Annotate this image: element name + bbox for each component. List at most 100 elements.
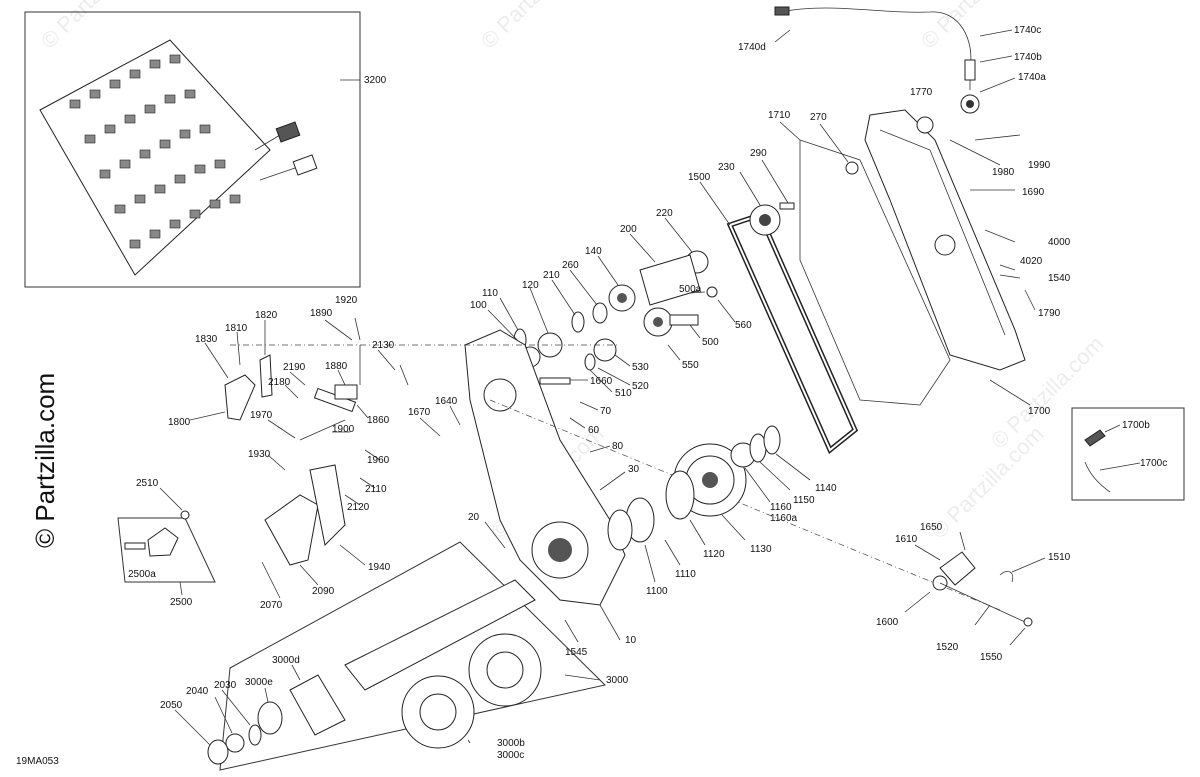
callout-500: 500 [702,337,719,348]
callout-260: 260 [562,260,579,271]
callout-3000: 3000 [606,675,629,686]
callout-210: 210 [543,270,560,281]
callout-1120: 1120 [703,549,725,560]
callout-1890: 1890 [310,308,333,319]
callout-30: 30 [628,464,640,475]
chaincase-cover: 1990 1980 1690 4000 4020 1540 1790 [864,109,1071,371]
callout-1740c: 1740c [1014,25,1041,36]
sprocket-530 [593,338,617,362]
callout-1520: 1520 [936,642,959,653]
inset-box [24,11,361,288]
callout-1880: 1880 [325,361,348,372]
callout-80: 80 [612,441,624,452]
chaincase-housing-10: 10 1545 1660 70 60 80 1640 1670 30 20 [230,329,1001,658]
shaft-500 [669,314,699,326]
clip-detail [275,121,301,143]
bracket-1860 [334,384,358,400]
callout-4020: 4020 [1020,256,1043,267]
callout-1160: 1160 [770,502,792,513]
circlip-210 [571,311,585,333]
callout-510: 510 [615,388,632,399]
callout-1700c: 1700c [1140,458,1167,469]
callout-1660: 1660 [590,376,613,387]
part-1700b [1084,429,1106,447]
callout-3000c: 3000c [497,750,524,761]
washer-510 [584,353,596,371]
bearing-2040 [225,733,245,753]
callout-1980: 1980 [992,167,1015,178]
inset-2500: 2510 2500a 2500 [117,478,216,608]
callout-220: 220 [656,208,673,219]
callout-290: 290 [750,148,767,159]
callout-1810: 1810 [225,323,248,334]
o-ring-270 [845,161,859,175]
callout-1640: 1640 [435,396,458,407]
callout-1110: 1110 [675,569,696,580]
callout-100: 100 [470,300,487,311]
circlip-2050 [207,739,229,765]
callout-1100: 1100 [646,586,668,597]
bracket-2090 [264,494,319,566]
callout-3200: 3200 [364,75,387,86]
callout-1900: 1900 [332,424,355,435]
callout-4000: 4000 [1048,237,1071,248]
callout-120: 120 [522,280,539,291]
side-watermark: © Partzilla.com [30,372,60,548]
callout-2180: 2180 [268,377,291,388]
washer-500a [706,286,718,298]
upper-shaft-group: 230 290 220 200 140 260 210 120 110 100 [470,148,795,399]
callout-2050: 2050 [160,700,183,711]
callout-1700b: 1700b [1122,420,1150,431]
callout-520: 520 [632,381,649,392]
drive-axle [344,579,536,691]
callout-1670: 1670 [408,407,431,418]
clip-1550 [1023,617,1033,627]
callout-3000d: 3000d [272,655,300,666]
callout-1920: 1920 [335,295,358,306]
callout-500a: 500a [679,284,702,295]
callout-70: 70 [600,406,612,417]
callout-3000e: 3000e [245,677,273,688]
cable-assembly: 1740d 1740c 1740b 1740a 1770 [738,6,1046,114]
callout-1500: 1500 [688,172,711,183]
watermark-text: © Partzilla.com [926,421,1049,544]
bolt-290 [779,202,795,210]
track-inset-3200: 3200 [24,11,387,288]
washer-260 [592,302,608,324]
callout-200: 200 [620,224,637,235]
fastener-2510 [180,510,190,520]
cable-end [774,6,790,16]
callout-2070: 2070 [260,600,283,611]
callout-2040: 2040 [186,686,209,697]
brake-linkage: 1920 1890 1820 1810 1830 2130 2190 1880 … [168,295,409,611]
callout-1160a: 1160a [770,513,798,524]
circlip-1120 [665,470,695,520]
watermark-text: © Partzilla.com [476,0,599,54]
plate-3000d [289,674,346,736]
callout-1545: 1545 [565,647,588,658]
inset-box [1071,407,1185,501]
inset-1700: 1700b 1700c [1071,407,1185,501]
callout-60: 60 [588,425,600,436]
callout-1140: 1140 [815,483,837,494]
callout-10: 10 [625,635,637,646]
track-clips [69,54,241,249]
callout-140: 140 [585,246,602,257]
callout-2120: 2120 [347,502,370,513]
callout-2130: 2130 [372,340,395,351]
arm-1820 [259,354,273,398]
callout-1130: 1130 [750,544,772,555]
callout-110: 110 [482,288,498,299]
track-belt-section [39,39,271,276]
shaft-200 [639,254,701,306]
part-2500a [147,527,179,557]
callout-1940: 1940 [368,562,391,573]
gasket-1710: 1710 270 [768,110,951,406]
lower-gear-group: 1100 1110 1120 1130 1160 1160a 1150 1140… [607,379,1051,597]
callout-1710: 1710 [768,110,791,121]
drive-shaft-3000: 3000 3000d 3000e 3000b 3000c 2040 2030 2… [160,541,629,771]
inset-box [117,517,216,583]
caliper-1940 [309,464,346,547]
circlip-1140 [763,425,781,455]
